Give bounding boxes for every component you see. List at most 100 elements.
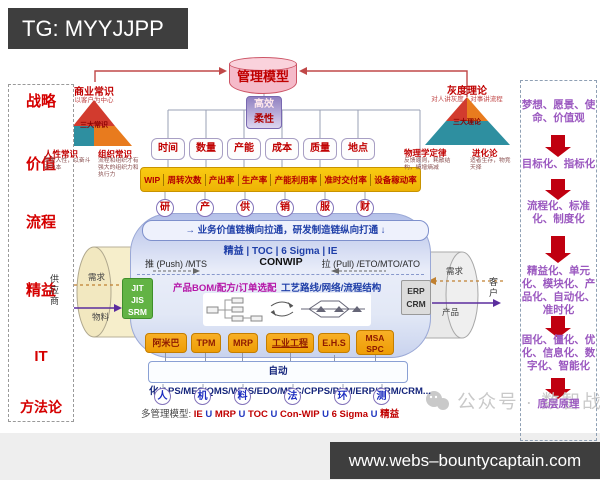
jit-line3: SRM [128, 307, 147, 317]
rpyr-right-note: 适者生存，物竞天择 [470, 158, 511, 171]
metric-box-quantity: 数量 [189, 138, 223, 160]
chain-node-finance: 财 [356, 199, 374, 217]
model-input-arrows [94, 70, 468, 97]
wechat-watermark: 公众号 · 数智战略 [424, 388, 600, 414]
stub-line [375, 355, 376, 362]
supplier-demand-label: 需求 [88, 272, 106, 282]
business-sense-pyramid [56, 100, 132, 146]
structure-panel [203, 293, 371, 326]
kpi-bar: WIP 周转次数 产出率 生产率 产能利用率 准时交付率 设备稼动率 [140, 167, 421, 192]
exchange-arrows-sketch [270, 301, 294, 317]
flexibility-box: 高效 柔性 [246, 96, 282, 129]
bom-title: 产品BOM/配方/订单选配 [173, 283, 277, 294]
value-chain-banner: → 业务价值链横向拉通，研发制造链纵向打通 ↓ [142, 220, 429, 241]
erp-line2: CRM [406, 299, 426, 309]
metric-box-quality: 质量 [303, 138, 337, 160]
rpyr-center: 三大理论 [453, 119, 481, 126]
kpi-oee: 设备稼动率 [370, 173, 420, 186]
kpi-turnover: 周转次数 [163, 173, 204, 186]
software-bar: 自动化/APS/MES/QMS/WMS/EDO/MDC/CPPS/PLM/ERP… [148, 361, 431, 397]
tg-watermark-box: TG: MYYJJPP [8, 8, 188, 49]
rpyr-title: 灰度理论 [447, 86, 487, 97]
chain-node-service: 服 [316, 199, 334, 217]
erp-line1: ERP [407, 286, 425, 296]
pull-label: 拉 (Pull) /ETO/MTO/ATO [321, 259, 420, 269]
flow-lean: 精益 [25, 282, 56, 299]
url-text: www.webs–bountycaptain.com [348, 451, 582, 470]
kpi-wip: WIP [144, 174, 161, 185]
metric-box-capacity: 产能 [227, 138, 261, 160]
pull-dash-arrow [331, 268, 386, 274]
factor-measure: 测 [373, 388, 390, 405]
push-dash-arrow [153, 268, 200, 274]
stub-line [242, 353, 243, 362]
metric-box-cost: 成本 [265, 138, 299, 160]
stub-line [334, 355, 335, 362]
stub-line [205, 353, 206, 362]
tool-ehs: E.H.S [318, 333, 350, 353]
right-flow-panel [520, 80, 597, 441]
arrowhead-left [219, 67, 227, 75]
product-label: 产品 [442, 307, 460, 317]
bom-tree-sketch [206, 297, 263, 322]
right-flow-arrows [545, 135, 571, 399]
flex-bottom-label: 柔性 [254, 114, 274, 125]
rflow-targets: 目标化、指标化 [521, 158, 596, 170]
tool-ie: 工业工程 [266, 333, 314, 353]
chain-node-sales: 销 [276, 199, 294, 217]
lpyr-left-note: 尊重人性，以奋斗者为本 [44, 158, 91, 171]
model-title: 管理模型 [236, 69, 289, 84]
lpyr-right-label: 组织常识 [98, 149, 133, 159]
chain-node-supply: 供 [236, 199, 254, 217]
lpyr-center: 三大常识 [80, 122, 108, 129]
flex-top-label: 高效 [254, 99, 274, 110]
lpyr-left-label: 人性常识 [44, 149, 79, 159]
jit-line1: JIT [131, 283, 144, 293]
material-label: 物料 [92, 312, 110, 322]
jit-line2: JIS [131, 295, 144, 305]
jit-box: JIT JIS SRM [122, 278, 153, 319]
metric-box-time: 时间 [151, 138, 185, 160]
methods-line: 精益 | TOC | 6 Sigma | IE [223, 246, 338, 257]
factor-method: 法 [284, 388, 301, 405]
routing-network-sketch [301, 300, 365, 318]
rpyr-left-label: 物理学定律 [404, 148, 447, 158]
left-flow-panel [8, 84, 74, 422]
rpyr-left-note: 反馈原则，耗散结构，熵增熵减 [404, 158, 451, 171]
metric-box-location: 地点 [341, 138, 375, 160]
tool-amoeba: 阿米巴 [145, 333, 187, 353]
supplier-label: 供应商 [49, 274, 59, 307]
lpyr-title: 商业常识 [74, 87, 114, 98]
customer-flow-arrows [428, 277, 505, 307]
factor-material: 料 [234, 388, 251, 405]
rflow-digital: 固化、僵化、优化、信息化、数字化、智能化 [521, 334, 596, 372]
rflow-principle: 底层原理 [537, 398, 580, 410]
stub-line [290, 353, 291, 362]
rpyr-subtitle: 对人讲灰度，对事讲流程 [431, 96, 503, 103]
factor-env: 环 [334, 388, 351, 405]
connector-lines [162, 93, 421, 388]
formula-body: IE U MRP U TOC U Con-WIP U 6 Sigma U 精益 [193, 409, 400, 420]
kpi-productivity: 生产率 [237, 173, 271, 186]
wechat-icon [426, 391, 449, 410]
flow-value: 价值 [25, 156, 56, 173]
tg-label: TG: MYYJJPP [22, 16, 164, 41]
stub-line [165, 353, 166, 362]
rpyr-right-label: 进化论 [472, 148, 498, 158]
flow-it: IT [34, 348, 48, 365]
chain-node-produce: 产 [196, 199, 214, 217]
kpi-output-rate: 产出率 [204, 173, 238, 186]
multi-model-formula: 多管理模型: IE U MRP U TOC U Con-WIP U 6 Sigm… [141, 406, 421, 420]
rflow-lean: 精益化、单元化、模块化、产品化、自动化、准时化 [521, 265, 596, 316]
model-cylinder-top [229, 57, 297, 71]
erp-box: ERP CRM [401, 280, 431, 315]
customer-demand-label: 需求 [446, 266, 464, 276]
factor-machine: 机 [194, 388, 211, 405]
flow-process: 流程 [25, 214, 56, 231]
tool-tpm: TPM [191, 333, 221, 353]
customer-label: 客户 [488, 277, 498, 299]
factor-man: 人 [154, 388, 171, 405]
watermark-text: 公众号 · 数智战略 [457, 391, 600, 412]
tool-msa-spc: MSA SPC [356, 330, 394, 355]
formula-label: 多管理模型: [141, 409, 192, 420]
